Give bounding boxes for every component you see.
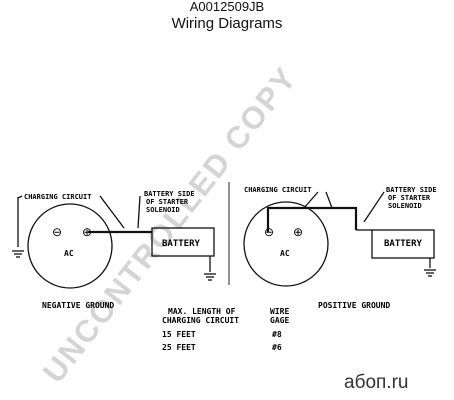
positive-ground-label: POSITIVE GROUND xyxy=(318,301,390,310)
pos-battery-label: BATTERY xyxy=(384,239,423,249)
table-col1-header-1: MAX. LENGTH OF xyxy=(168,307,236,316)
pos-battery-side-label-2: OF STARTER xyxy=(388,194,431,202)
neg-charging-circuit-label: CHARGING CIRCUIT xyxy=(24,193,91,201)
positive-ground-diagram xyxy=(243,191,436,287)
table-row-gage: #6 xyxy=(272,343,282,352)
table-row-length: 15 FEET xyxy=(162,330,196,339)
part-number: A0012509JB xyxy=(189,0,265,14)
alternator-circle xyxy=(27,203,113,289)
negative-ground-diagram xyxy=(12,195,216,289)
wire-table: MAX. LENGTH OF CHARGING CIRCUIT WIRE GAG… xyxy=(162,307,289,352)
pos-charging-circuit-label: CHARGING CIRCUIT xyxy=(244,186,311,194)
pos-minus-terminal-icon: ⊖ xyxy=(264,225,274,239)
battery-box xyxy=(151,227,215,257)
neg-plus-terminal-icon: ⊕ xyxy=(82,225,92,239)
pos-alternator-label: AC xyxy=(280,249,290,258)
table-col2-header-1: WIRE xyxy=(270,307,289,316)
page-title: Wiring Diagrams xyxy=(171,15,283,32)
neg-battery-side-label-1: BATTERY SIDE xyxy=(144,190,195,198)
pos-battery-side-label-1: BATTERY SIDE xyxy=(386,186,437,194)
table-col2-header-2: GAGE xyxy=(270,316,289,325)
table-row-gage: #8 xyxy=(272,330,282,339)
pos-alternator-circle xyxy=(243,201,329,287)
logo-text: aбоп.ru xyxy=(344,372,408,393)
neg-battery-side-label-2: OF STARTER xyxy=(146,198,189,206)
table-row-length: 25 FEET xyxy=(162,343,196,352)
table-col1-header-2: CHARGING CIRCUIT xyxy=(162,316,239,325)
neg-minus-terminal-icon: ⊖ xyxy=(52,225,62,239)
pos-charging-wire xyxy=(266,206,358,232)
pos-plus-terminal-icon: ⊕ xyxy=(293,225,303,239)
pos-battery-box xyxy=(371,229,435,259)
negative-ground-label: NEGATIVE GROUND xyxy=(42,301,114,310)
pos-battery-side-label-3: SOLENOID xyxy=(388,202,422,210)
logo: aбоп.ru xyxy=(344,372,408,393)
neg-alternator-label: AC xyxy=(64,249,74,258)
neg-battery-label: BATTERY xyxy=(162,239,201,249)
neg-battery-side-label-3: SOLENOID xyxy=(146,206,180,214)
